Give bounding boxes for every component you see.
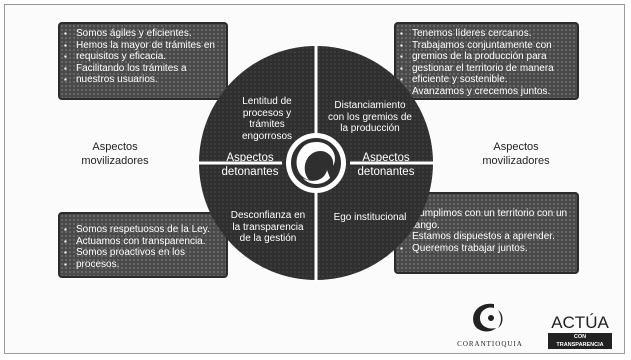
actua-logo-title: ACTÚA xyxy=(551,313,609,332)
panel-top-right: Tenemos líderes cercanos. Trabajamos con… xyxy=(394,22,579,100)
panel-item: eficiente y sostenible. xyxy=(400,74,571,86)
side-label-right: Aspectos movilizadores xyxy=(482,141,550,167)
panel-item: requisitos y eficacia. xyxy=(64,51,220,63)
panel-item: procesos. xyxy=(64,259,220,271)
panel-item: Tenemos líderes cercanos. xyxy=(400,28,571,40)
panel-item: Hemos la mayor de trámites en xyxy=(64,40,220,52)
quadrant-top-left: Lentitud de procesos y trámites engorros… xyxy=(241,96,293,142)
panel-item: Somos proactivos en los xyxy=(64,247,220,259)
quadrant-top-right: Distanciamiento con los gremios de la pr… xyxy=(328,100,412,134)
panel-item: gestionar el territorio de manera xyxy=(400,63,571,75)
center-label-right: Aspectos detonantes xyxy=(357,152,415,178)
panel-item: gremios de la producción para xyxy=(400,51,571,63)
panel-item: Somos respetuosos de la Ley. xyxy=(64,224,220,236)
central-circle xyxy=(197,44,435,282)
actua-logo-subtitle: CON TRANSPARENCIA xyxy=(548,333,612,349)
panel-item: Facilitando los trámites a xyxy=(64,63,220,75)
corantioquia-logo-text: CORANTIOQUIA xyxy=(457,340,523,348)
panel-item: nuestros usuarios. xyxy=(64,74,220,86)
corantioquia-logo-icon xyxy=(473,303,503,332)
actua-logo: ACTÚA CON TRANSPARENCIA xyxy=(548,314,612,349)
panel-item: Somos ágiles y eficientes. xyxy=(64,28,220,40)
panel-item: Queremos trabajar juntos. xyxy=(400,243,571,255)
center-logo-swirl xyxy=(296,142,336,180)
quadrant-bottom-right: Ego institucional xyxy=(333,212,407,223)
side-label-left: Aspectos movilizadores xyxy=(81,141,149,167)
center-logo-swirl-2 xyxy=(303,170,330,184)
panel-bottom-left: Somos respetuosos de la Ley. Actuamos co… xyxy=(58,212,228,278)
panel-item: Actuamos con transparencia. xyxy=(64,236,220,248)
panel-item: Trabajamos conjuntamente con xyxy=(400,40,571,52)
center-label-left: Aspectos detonantes xyxy=(221,152,279,178)
panel-top-left: Somos ágiles y eficientes. Hemos la mayo… xyxy=(58,22,228,100)
quadrant-bottom-left: Desconfianza en la transparencia de la g… xyxy=(230,210,306,244)
